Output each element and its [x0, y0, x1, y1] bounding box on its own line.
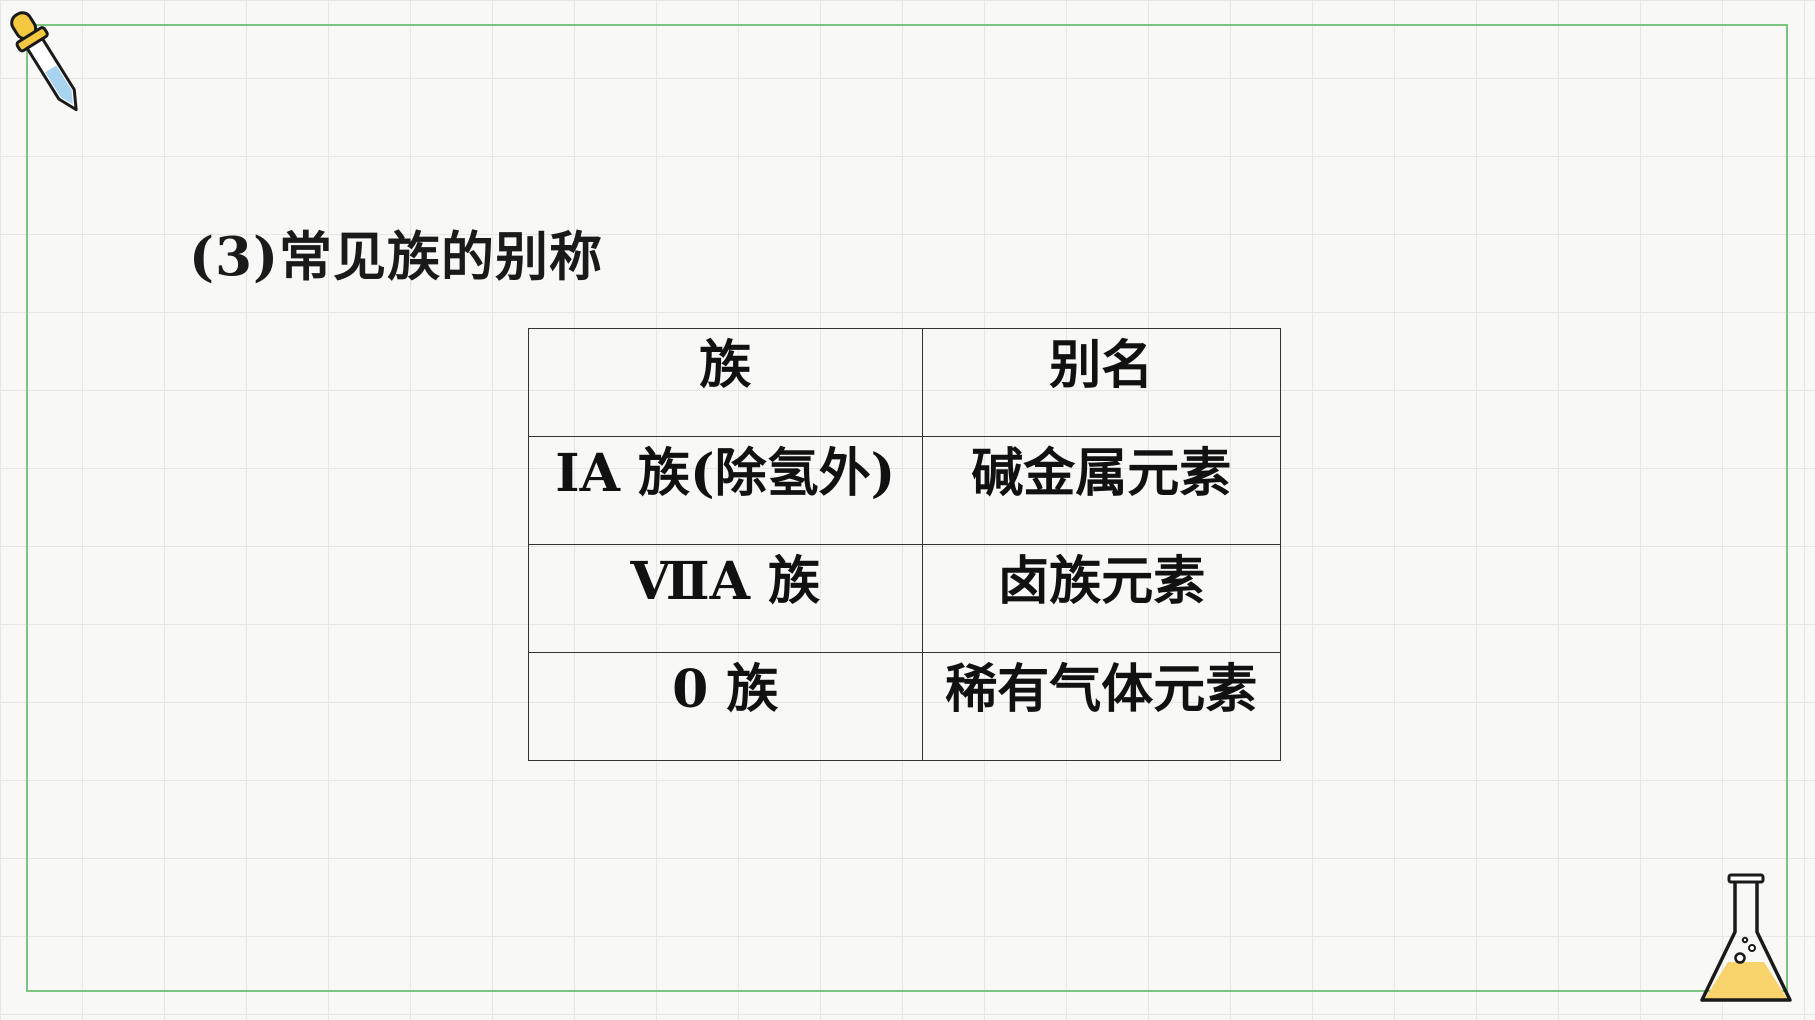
table-cell: 碱金属元素	[921, 436, 1282, 545]
dropper-icon	[10, 11, 78, 112]
table-cell: ⅠA 族(除氢外)	[528, 436, 923, 545]
cell-group: 0 族	[672, 659, 779, 720]
table-row: ⅠA 族(除氢外) 碱金属元素	[528, 436, 1282, 545]
cell-group: ⅠA 族(除氢外)	[555, 443, 896, 504]
table-row: ⅦA 族 卤族元素	[528, 544, 1282, 653]
header-alias: 别名	[1049, 335, 1154, 396]
table-cell: 0 族	[528, 652, 923, 761]
table-row: 0 族 稀有气体元素	[528, 652, 1282, 761]
flask-icon	[1700, 873, 1792, 1002]
table-cell: ⅦA 族	[528, 544, 923, 653]
table-cell: 卤族元素	[921, 544, 1282, 653]
cell-alias: 稀有气体元素	[945, 659, 1258, 720]
cell-group: ⅦA 族	[630, 551, 821, 612]
table-cell: 稀有气体元素	[921, 652, 1282, 761]
table-header-cell: 族	[528, 328, 923, 437]
table-header-row: 族 别名	[528, 328, 1282, 437]
section-title: (3)常见族的别称	[189, 226, 604, 288]
page-frame	[26, 24, 1788, 992]
group-alias-table: 族 别名 ⅠA 族(除氢外) 碱金属元素 ⅦA 族 卤族元素 0 族 稀有气体元…	[528, 328, 1282, 761]
table-header-cell: 别名	[921, 328, 1282, 437]
header-group: 族	[699, 335, 752, 396]
cell-alias: 卤族元素	[997, 551, 1206, 612]
cell-alias: 碱金属元素	[971, 443, 1232, 504]
